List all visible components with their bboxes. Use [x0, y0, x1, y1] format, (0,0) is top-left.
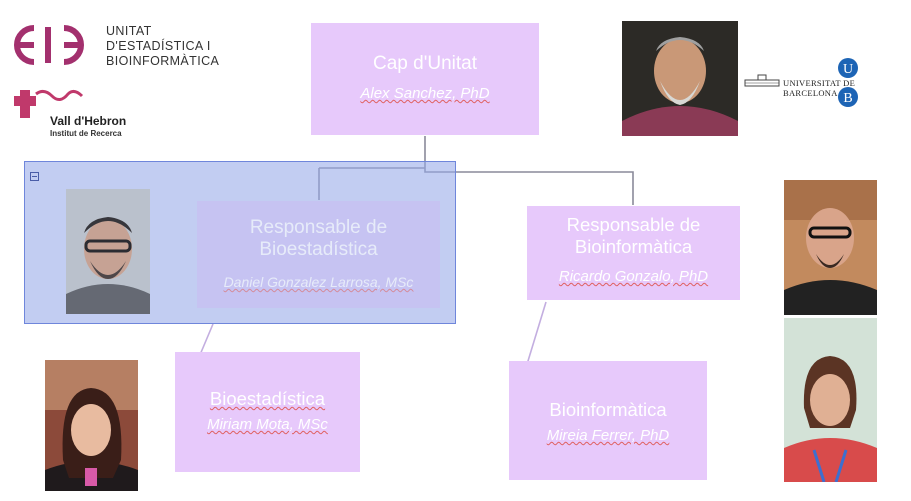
vall-hebron-logo-mark	[14, 89, 84, 118]
head-person: Alex Sanchez, PhD	[360, 85, 490, 102]
photo-mireia-ferrer	[784, 318, 877, 482]
box-right-manager[interactable]: Responsable de Bioinformàtica Ricardo Go…	[527, 206, 740, 300]
photo-daniel-gonzalez	[66, 189, 150, 314]
box-biostatistics[interactable]: Bioestadística Miriam Mota, MSc	[175, 352, 360, 472]
vall-hebron-name: Vall d'Hebron	[50, 114, 127, 128]
biostat-person: Miriam Mota, MSc	[207, 416, 328, 433]
right-manager-title2: Bioinformàtica	[574, 236, 693, 257]
box-head[interactable]: Cap d'Unitat Alex Sanchez, PhD	[311, 23, 539, 135]
vall-hebron-subtitle: Institut de Recerca	[50, 129, 122, 138]
connector-head	[424, 136, 634, 205]
photo-alex-sanchez	[622, 21, 738, 136]
ub-shield-icon: U B	[838, 58, 858, 107]
box-bioinformatics[interactable]: Bioinformàtica Mireia Ferrer, PhD	[509, 361, 707, 480]
ub-building-icon	[744, 74, 780, 87]
box-left-manager[interactable]: Responsable de Bioestadística Daniel Gon…	[197, 201, 440, 308]
ueb-logo-mark	[14, 25, 84, 65]
ueb-line3: BIOINFORMÀTICA	[106, 54, 220, 68]
ueb-line2: D'ESTADÍSTICA I	[106, 39, 211, 53]
ub-name: UNIVERSITAT DE BARCELONA	[783, 78, 856, 98]
left-manager-title2: Bioestadística	[259, 239, 378, 260]
svg-text:B: B	[843, 91, 852, 106]
head-title: Cap d'Unitat	[373, 53, 477, 74]
left-manager-title1: Responsable de	[249, 217, 388, 238]
photo-ricardo-gonzalo	[784, 180, 877, 315]
bioinfo-person: Mireia Ferrer, PhD	[546, 427, 670, 444]
selection-handle-icon[interactable]	[30, 172, 39, 181]
ueb-line1: UNITAT	[106, 24, 152, 38]
left-manager-person: Daniel Gonzalez Larrosa, MSc	[223, 274, 414, 290]
photo-miriam-mota	[45, 360, 138, 491]
right-manager-person: Ricardo Gonzalo, PhD	[558, 268, 709, 285]
right-manager-title1: Responsable de	[566, 214, 701, 235]
svg-text:U: U	[843, 62, 853, 77]
biostat-title: Bioestadística	[209, 388, 326, 409]
ueb-logo-text: UNITAT D'ESTADÍSTICA I BIOINFORMÀTICA	[106, 24, 219, 69]
bioinfo-title: Bioinformàtica	[549, 399, 667, 420]
